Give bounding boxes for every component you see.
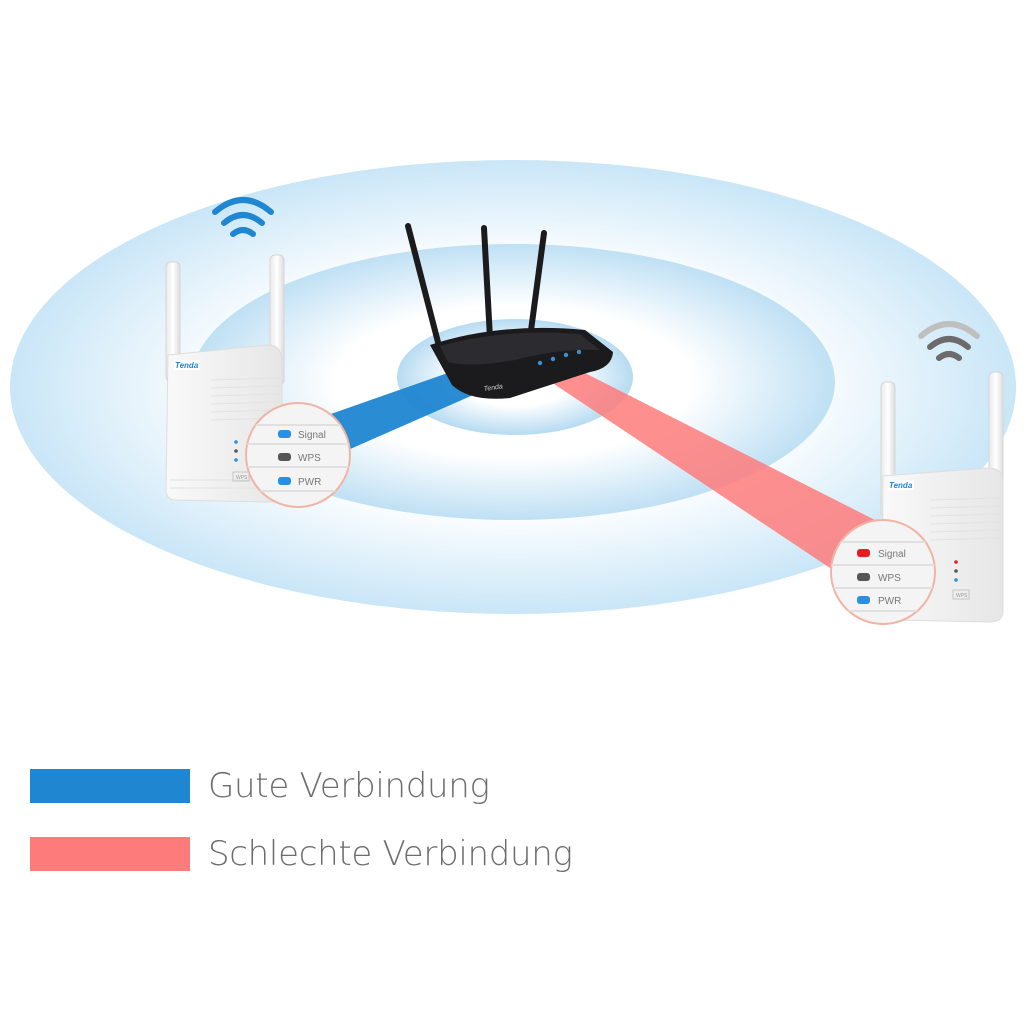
router: Tenda	[405, 223, 613, 399]
extender-brand: Tenda	[175, 361, 199, 370]
legend-good: Gute Verbindung	[30, 766, 490, 806]
indicator-label: PWR	[298, 477, 321, 488]
router-led	[563, 352, 569, 358]
indicator-label: WPS	[298, 453, 321, 464]
legend-label-good: Gute Verbindung	[208, 766, 490, 806]
extender-brand: Tenda	[889, 481, 913, 490]
router-led	[550, 356, 556, 362]
indicator-row: PWR	[278, 477, 321, 488]
indicator-row: Signal	[857, 549, 906, 560]
legend-swatch-good	[30, 769, 190, 803]
router-led	[537, 360, 543, 366]
legend-swatch-bad	[30, 837, 190, 871]
wifi-full-icon	[212, 197, 274, 237]
indicator-zoom-left: Signal WPS PWR	[245, 402, 351, 508]
indicator-zoom-right: Signal WPS PWR	[830, 519, 936, 625]
wps-button-label: WPS	[236, 475, 248, 481]
wps-button	[232, 471, 250, 482]
legend-label-bad: Schlechte Verbindung	[208, 834, 573, 874]
wifi-weak-icon	[918, 321, 980, 361]
indicator-row: Signal	[278, 430, 326, 441]
good-connection-beam	[328, 368, 480, 450]
wps-button	[952, 589, 970, 600]
router-antenna	[527, 230, 547, 341]
router-antenna	[481, 225, 493, 341]
indicator-label: PWR	[878, 596, 901, 607]
bad-connection-beam	[548, 368, 875, 578]
indicator-row: PWR	[857, 596, 901, 607]
router-antenna	[405, 223, 443, 353]
wps-button-label: WPS	[956, 593, 968, 599]
indicator-row: WPS	[278, 453, 321, 464]
indicator-label: WPS	[878, 573, 901, 584]
router-top-highlight	[440, 332, 600, 365]
indicator-row: WPS	[857, 573, 901, 584]
indicator-label: Signal	[878, 549, 906, 560]
router-led	[576, 349, 582, 355]
legend-bad: Schlechte Verbindung	[30, 834, 573, 874]
indicator-label: Signal	[298, 430, 326, 441]
router-brand: Tenda	[483, 383, 503, 393]
